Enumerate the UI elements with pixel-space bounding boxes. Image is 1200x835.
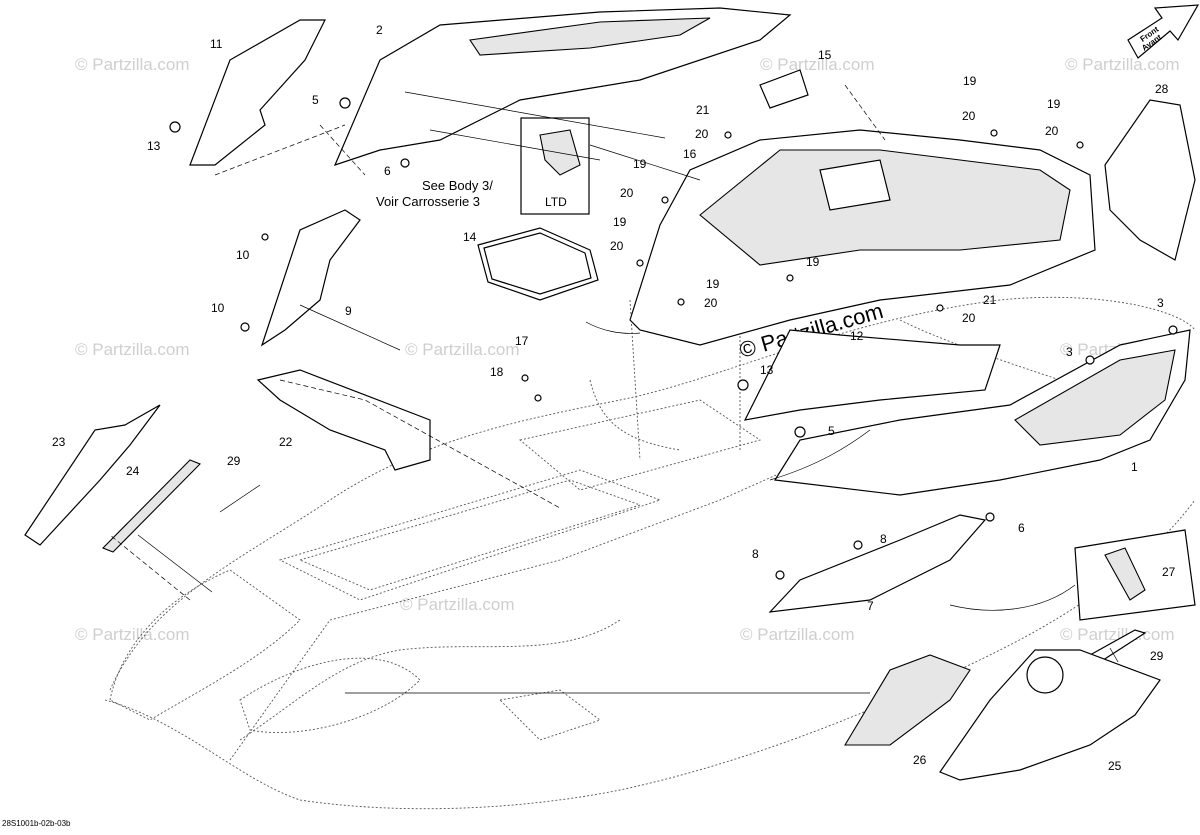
callout-2: 2 xyxy=(376,23,383,37)
callout-25: 25 xyxy=(1108,759,1122,773)
watermark: © Partzilla.com xyxy=(1060,625,1175,644)
callout-6: 6 xyxy=(1018,521,1025,535)
callout-23: 23 xyxy=(52,435,66,449)
callout-18: 18 xyxy=(490,365,504,379)
watermark: © Partzilla.com xyxy=(75,340,190,359)
callout-3: 3 xyxy=(1157,296,1164,310)
leader-lines xyxy=(109,84,1119,694)
part-trims xyxy=(24,404,1147,663)
part-rear-28 xyxy=(1104,99,1196,261)
callout-20: 20 xyxy=(620,186,634,200)
watermark: © Partzilla.com xyxy=(405,340,520,359)
inset-27 xyxy=(1074,529,1196,621)
callout-20: 20 xyxy=(704,296,718,310)
see-body-note-line1: See Body 3/ xyxy=(422,178,493,193)
callout-8: 8 xyxy=(880,532,887,546)
inset-ltd-label: LTD xyxy=(545,195,567,209)
part-upper-cover xyxy=(333,7,809,166)
callout-19: 19 xyxy=(613,215,627,229)
callout-29: 29 xyxy=(227,454,241,468)
part-side-panel-9 xyxy=(260,209,361,347)
callout-19: 19 xyxy=(1047,97,1061,111)
callout-20: 20 xyxy=(1045,124,1059,138)
callout-24: 24 xyxy=(126,464,140,478)
callout-19: 19 xyxy=(806,255,820,269)
callout-20: 20 xyxy=(962,109,976,123)
callout-19: 19 xyxy=(706,277,720,291)
callout-13: 13 xyxy=(147,139,161,153)
callout-20: 20 xyxy=(610,239,624,253)
front-direction-arrow: Front Avant xyxy=(1127,4,1200,59)
callout-28: 28 xyxy=(1155,82,1169,96)
callout-20: 20 xyxy=(695,127,709,141)
part-storage-bin xyxy=(629,129,1096,346)
part-lower-panel-7 xyxy=(768,514,987,613)
callout-11: 11 xyxy=(210,37,223,51)
part-grille-26 xyxy=(844,654,971,746)
callout-22: 22 xyxy=(279,435,293,449)
inset-ltd: LTD xyxy=(520,117,590,215)
callout-5: 5 xyxy=(828,424,835,438)
part-side-panel-12 xyxy=(743,329,1001,421)
callout-16: 16 xyxy=(683,147,697,161)
callout-10: 10 xyxy=(236,248,250,262)
callout-3: 3 xyxy=(1066,345,1073,359)
callout-12: 12 xyxy=(850,329,864,343)
part-front-fairing-1 xyxy=(773,329,1191,496)
hardware xyxy=(169,97,1178,580)
callout-29: 29 xyxy=(1150,649,1164,663)
callout-10: 10 xyxy=(211,301,225,315)
callout-15: 15 xyxy=(818,48,832,62)
hull-outline xyxy=(104,296,1196,810)
callout-5: 5 xyxy=(312,93,319,107)
callout-7: 7 xyxy=(867,599,874,613)
part-bracket-22 xyxy=(256,369,431,471)
see-body-note: See Body 3/ Voir Carrosserie 3 xyxy=(376,178,493,209)
part-seal-14 xyxy=(477,227,599,301)
see-body-note-line2: Voir Carrosserie 3 xyxy=(376,194,480,209)
callout-17: 17 xyxy=(515,334,529,348)
watermark: © Partzilla.com xyxy=(75,625,190,644)
callout-9: 9 xyxy=(345,304,352,318)
callout-21: 21 xyxy=(983,293,997,307)
callout-19: 19 xyxy=(963,74,977,88)
part-front-cap-25 xyxy=(939,649,1161,781)
watermark: © Partzilla.com xyxy=(400,595,515,614)
callout-26: 26 xyxy=(913,753,927,767)
callouts: 1 2 3 3 5 5 6 6 7 8 8 9 10 10 11 12 13 1… xyxy=(52,23,1176,773)
callout-13: 13 xyxy=(760,363,774,377)
callout-6: 6 xyxy=(384,164,391,178)
watermark: © Partzilla.com xyxy=(740,625,855,644)
watermark: © Partzilla.com xyxy=(1065,55,1180,74)
watermark: © Partzilla.com xyxy=(75,55,190,74)
part-side-panel-11 xyxy=(189,19,326,166)
watermark: © Partzilla.com xyxy=(760,55,875,74)
callout-14: 14 xyxy=(463,230,477,244)
callout-21: 21 xyxy=(696,103,710,117)
callout-8: 8 xyxy=(752,547,759,561)
callout-19: 19 xyxy=(633,157,647,171)
drawing-code: 28S1001b-02b-03b xyxy=(2,819,71,828)
callout-1: 1 xyxy=(1131,460,1138,474)
callout-27: 27 xyxy=(1162,565,1176,579)
callout-20: 20 xyxy=(962,311,976,325)
